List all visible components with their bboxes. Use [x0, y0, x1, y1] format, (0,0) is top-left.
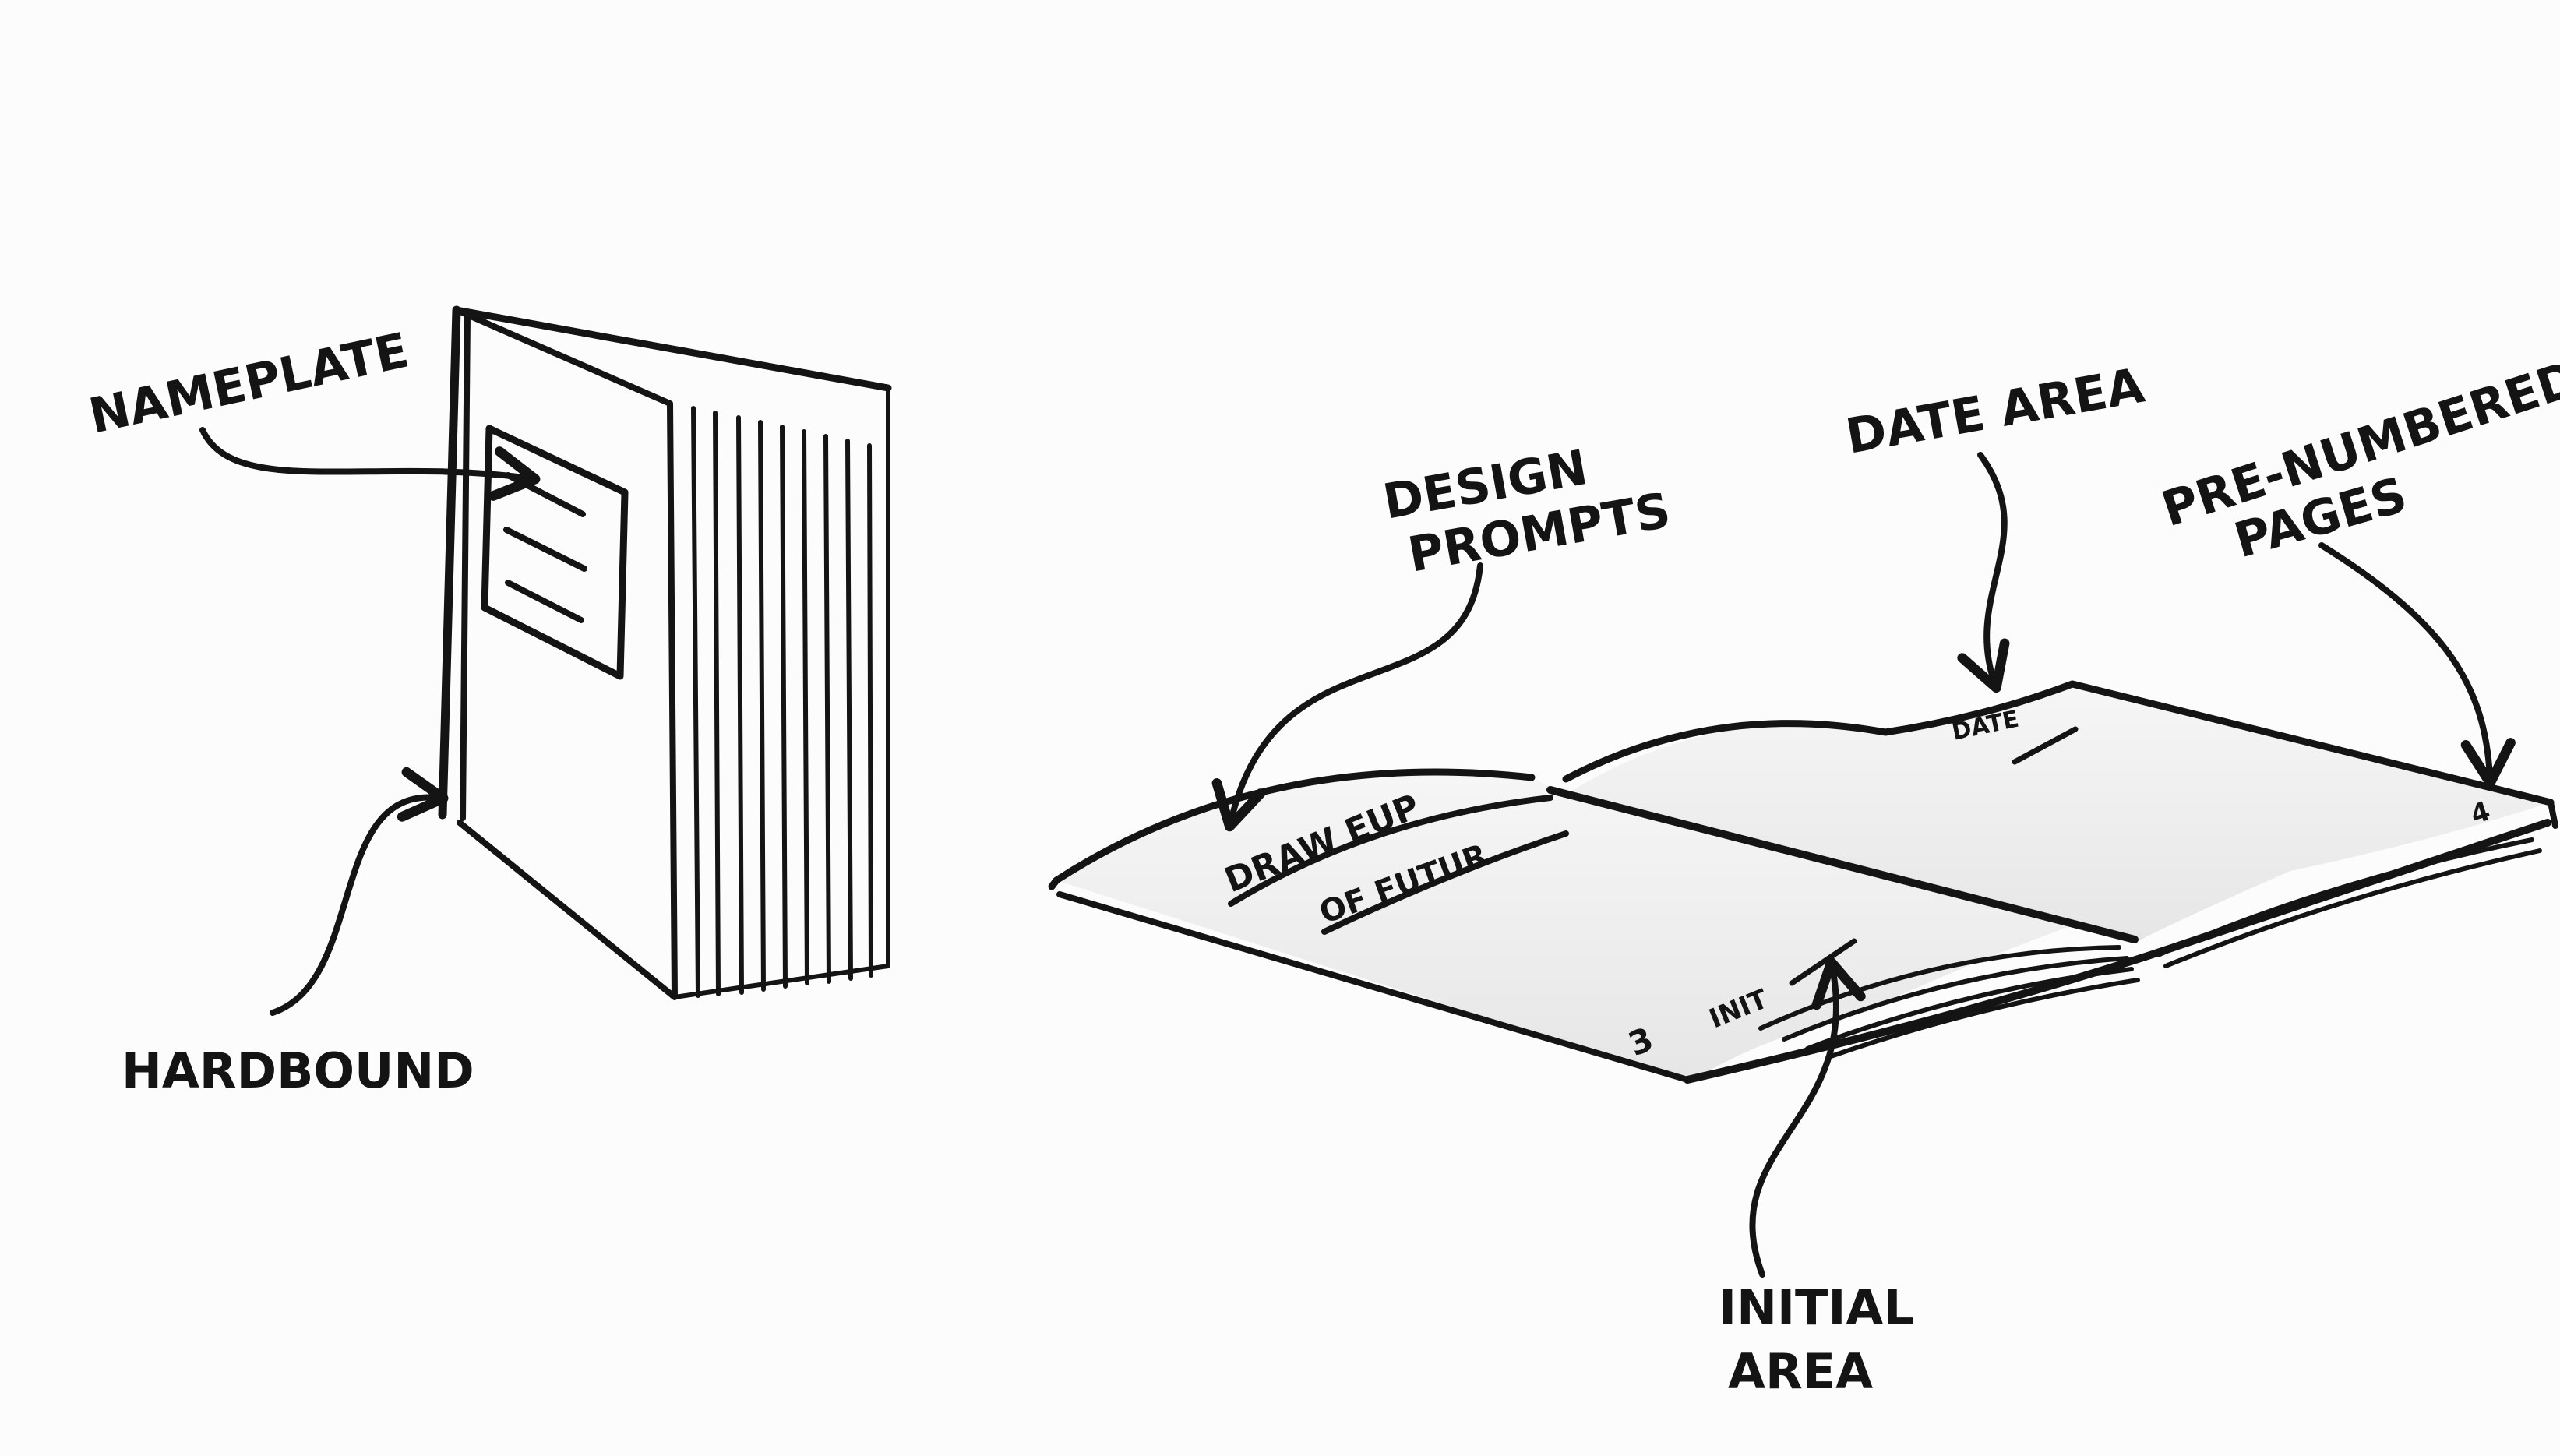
initial-area-arrow — [1749, 957, 1866, 1278]
open-notebook: DRAW EUP OF FUTUR DATE INIT 3 4 — [1048, 680, 2558, 1084]
label-nameplate: NAMEPLATE — [84, 322, 414, 445]
page-stack — [668, 386, 890, 999]
hardbound-arrow — [270, 767, 449, 1016]
label-initial-line1: INITIAL — [1719, 1279, 1914, 1336]
nameplate-arrow — [199, 427, 541, 501]
label-date-area: DATE AREA — [1842, 357, 2149, 465]
nameplate-panel — [481, 425, 629, 680]
page-edges — [1758, 837, 2542, 1059]
closed-notebook — [438, 305, 892, 1000]
design-prompts-arrow — [1211, 562, 1483, 832]
date-area-arrow — [1957, 452, 2010, 693]
label-hardbound: HARDBOUND — [122, 1042, 474, 1099]
pre-numbered-arrow — [2318, 542, 2516, 788]
label-initial-line2: AREA — [1728, 1343, 1873, 1400]
callout-arrows — [199, 427, 2516, 1278]
